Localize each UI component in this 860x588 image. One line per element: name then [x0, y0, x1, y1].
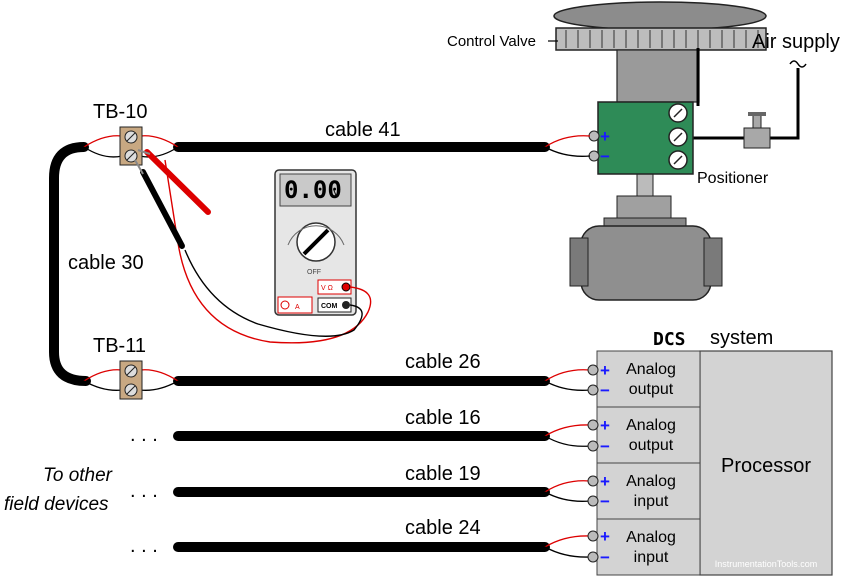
terminal-block-tb10: TB-10	[93, 101, 147, 166]
tb10-label: TB-10	[93, 101, 147, 123]
dcs-title-bold: DCS	[653, 329, 686, 350]
cables	[49, 142, 550, 552]
ellipsis-3: . . .	[130, 535, 158, 557]
io-plus: +	[600, 472, 610, 491]
io-module: + − Analog output	[587, 350, 701, 408]
dcs-system: DCS system Processor InstrumentationTool…	[587, 327, 833, 576]
io-plus: +	[600, 527, 610, 546]
tb11-label: TB-11	[93, 335, 146, 357]
dcs-title-rest: system	[710, 327, 773, 349]
jack-com[interactable]	[342, 301, 350, 309]
multimeter: 0.00 V OFF A V Ω COM	[274, 169, 357, 316]
io-minus: −	[600, 492, 610, 511]
jack-a[interactable]	[280, 300, 290, 310]
io-module: + − Analog input	[587, 518, 701, 576]
air-supply-label: Air supply	[752, 31, 840, 53]
control-valve: + − Control Valve Air supply Positioner	[447, 1, 840, 301]
regulator-icon	[743, 112, 771, 149]
processor-box	[699, 350, 833, 576]
cable-26-label: cable 26	[405, 351, 481, 373]
positioner-label: Positioner	[697, 170, 769, 187]
watermark: InstrumentationTools.com	[715, 559, 818, 569]
io-module: + − Analog input	[587, 462, 701, 520]
meter-off: OFF	[307, 269, 321, 276]
io-module: + − Analog output	[587, 406, 701, 464]
cable-19-label: cable 19	[405, 463, 481, 485]
io-line1: Analog	[626, 417, 676, 434]
io-plus: +	[600, 416, 610, 435]
control-valve-label: Control Valve	[447, 33, 536, 50]
cable-30-line	[49, 142, 91, 386]
processor-label: Processor	[721, 455, 811, 477]
io-line1: Analog	[626, 529, 676, 546]
terminal-block-tb11: TB-11	[93, 335, 146, 400]
jack-com-label: COM	[321, 303, 338, 310]
io-line2: input	[634, 549, 669, 566]
ellipsis-2: . . .	[130, 480, 158, 502]
jack-v-label: V Ω	[321, 285, 333, 292]
io-minus: −	[600, 381, 610, 400]
field-devices-line2: field devices	[4, 494, 109, 515]
cable-16-label: cable 16	[405, 407, 481, 429]
black-probe	[140, 169, 185, 249]
cable-41-label: cable 41	[325, 119, 401, 141]
red-probe	[144, 149, 211, 215]
positioner-minus: −	[600, 147, 610, 166]
jack-a-label: A	[295, 304, 300, 311]
cable-24-label: cable 24	[405, 517, 481, 539]
io-plus: +	[600, 361, 610, 380]
io-line2: output	[629, 437, 674, 454]
meter-display: 0.00	[284, 176, 342, 204]
cable-30-label: cable 30	[68, 252, 144, 274]
air-tilde-icon	[789, 60, 807, 68]
meter-leads	[134, 149, 372, 344]
io-line2: input	[634, 493, 669, 510]
io-line1: Analog	[626, 473, 676, 490]
field-devices-line1: To other	[43, 465, 113, 486]
meter-unit: V	[333, 188, 341, 200]
wire-ends	[83, 135, 591, 558]
io-line1: Analog	[626, 361, 676, 378]
io-line2: output	[629, 381, 674, 398]
io-minus: −	[600, 437, 610, 456]
jack-v[interactable]	[341, 282, 351, 292]
ellipsis-1: . . .	[130, 424, 158, 446]
positioner-plus: +	[600, 127, 610, 146]
io-minus: −	[600, 548, 610, 567]
